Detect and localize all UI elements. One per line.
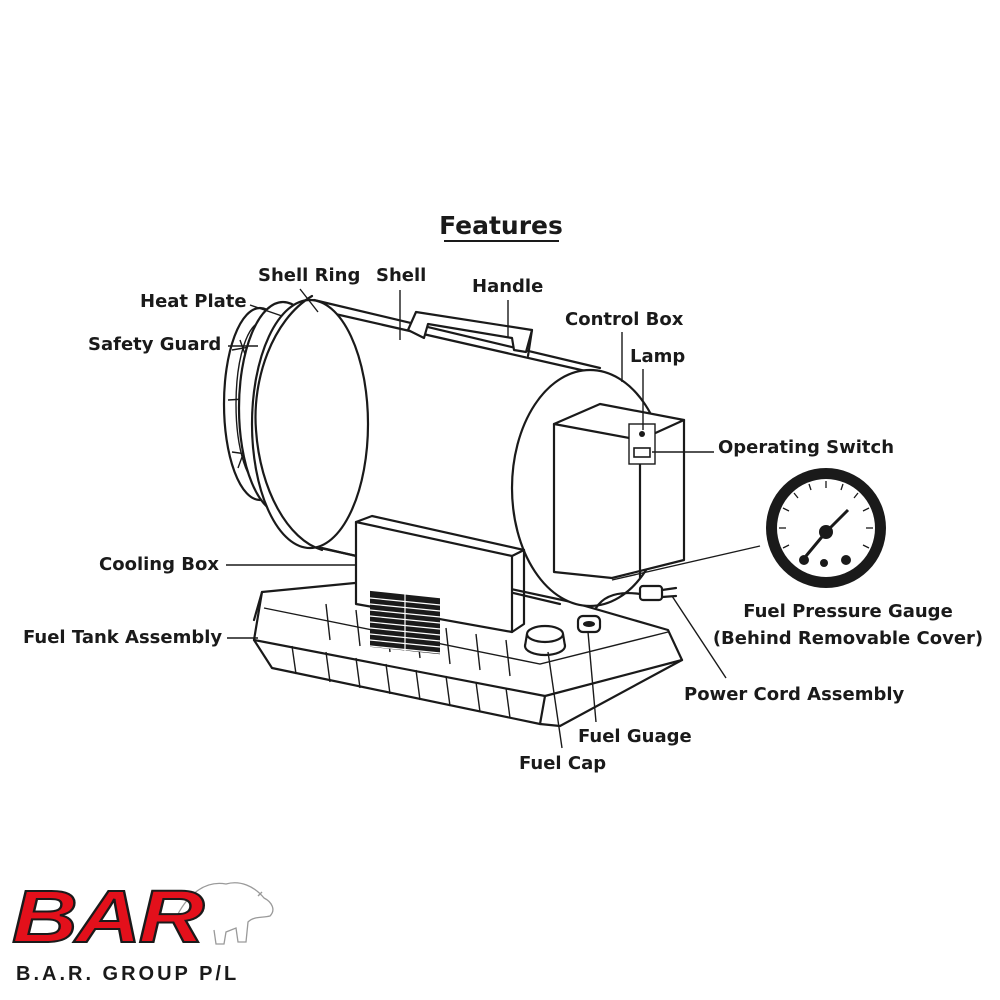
label-cooling-box: Cooling Box xyxy=(99,554,219,575)
label-safety-guard: Safety Guard xyxy=(88,334,221,355)
handle xyxy=(406,310,534,358)
fuel-cap xyxy=(523,624,567,657)
power-cord xyxy=(594,584,678,610)
shell-ring xyxy=(254,294,324,552)
label-behind-removable-cover: (Behind Removable Cover) xyxy=(713,628,983,649)
heater-illustration xyxy=(222,294,686,728)
label-operating-switch: Operating Switch xyxy=(718,437,894,458)
label-fuel-guage: Fuel Guage xyxy=(578,726,692,747)
callout-leaders xyxy=(226,288,761,749)
label-fuel-pressure-gauge: Fuel Pressure Gauge xyxy=(743,601,953,622)
polar-bear-icon xyxy=(174,882,274,945)
label-shell-ring: Shell Ring xyxy=(258,265,360,286)
fuel-gauge xyxy=(576,614,602,634)
logo-tagline: B.A.R. GROUP P/L xyxy=(16,963,239,985)
label-fuel-tank-assembly: Fuel Tank Assembly xyxy=(23,627,222,648)
lamp-indicator xyxy=(639,431,645,437)
logo-mark: BAR xyxy=(12,875,204,958)
label-power-cord-assembly: Power Cord Assembly xyxy=(684,684,905,705)
label-heat-plate: Heat Plate xyxy=(140,291,247,312)
label-handle: Handle xyxy=(472,276,543,297)
diagram-title: Features xyxy=(439,211,563,240)
fuel-pressure-gauge-inset xyxy=(766,468,886,588)
cooling-box xyxy=(354,514,526,656)
label-shell: Shell xyxy=(376,265,426,286)
label-control-box: Control Box xyxy=(565,309,684,330)
label-fuel-cap: Fuel Cap xyxy=(519,753,606,774)
operating-switch xyxy=(633,447,651,458)
control-box xyxy=(552,402,686,580)
bar-logo: BAR B.A.R. GROUP P/L xyxy=(11,874,274,985)
label-lamp: Lamp xyxy=(630,346,685,367)
